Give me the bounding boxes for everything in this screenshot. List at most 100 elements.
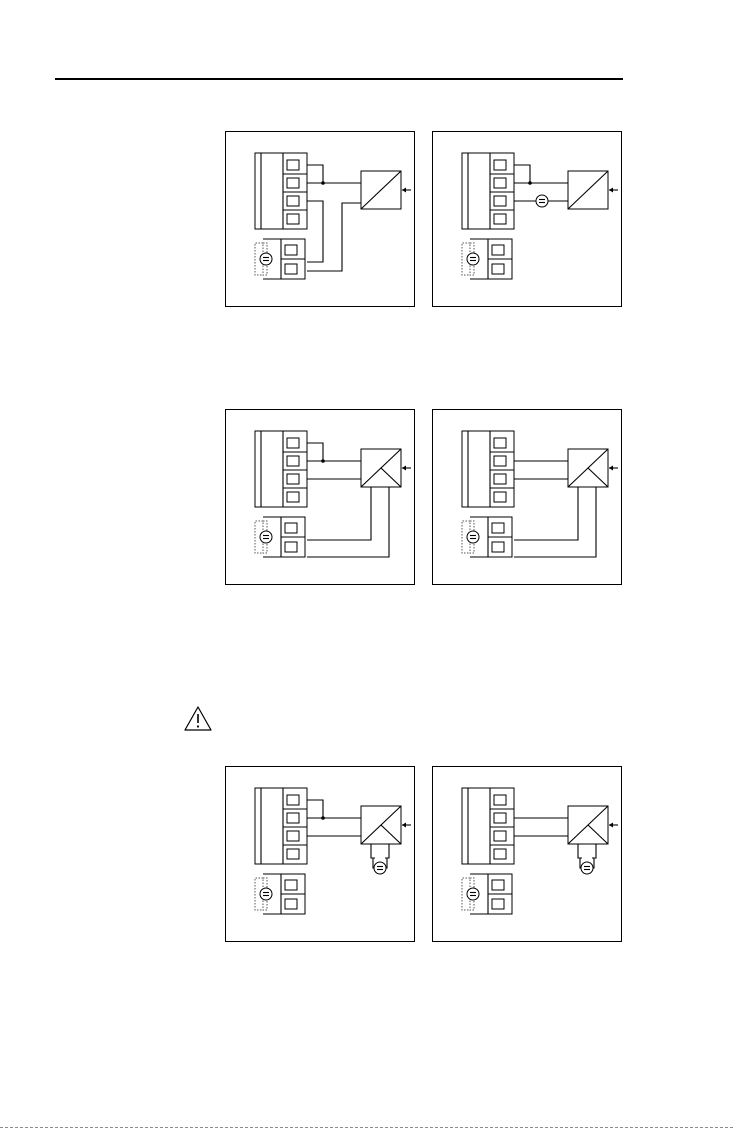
terminal-block [462, 788, 514, 864]
ground-symbol [260, 253, 272, 265]
input-arrow-head [402, 466, 406, 471]
screw-terminal [285, 542, 297, 552]
screw-terminal [287, 214, 299, 224]
terminal-block [462, 153, 514, 229]
terminal-block [255, 788, 307, 864]
screw-terminal [492, 899, 504, 909]
ground-symbol [260, 888, 272, 900]
screw-terminal [492, 880, 504, 890]
diagram-frame [433, 132, 622, 307]
input-arrow-head [402, 823, 406, 828]
input-arrow-head [402, 188, 406, 193]
screw-terminal [494, 795, 506, 805]
screw-terminal [285, 899, 297, 909]
plug-connector [462, 517, 512, 557]
wiring-diagram-3 [225, 409, 415, 585]
supply-circle [467, 888, 479, 900]
screw-terminal [494, 438, 506, 448]
diagram-frame [226, 767, 415, 942]
plug-connector [462, 874, 512, 914]
supply-circle [581, 862, 593, 874]
wire [592, 844, 596, 858]
wiring-diagram-1 [225, 131, 415, 307]
wire [514, 487, 596, 557]
junction-dot [321, 181, 325, 185]
screw-terminal [494, 214, 506, 224]
screw-terminal [287, 456, 299, 466]
ground-symbol [260, 531, 272, 543]
screw-terminal [285, 880, 297, 890]
screw-terminal [494, 831, 506, 841]
supply-circle [260, 888, 272, 900]
screw-terminal [494, 160, 506, 170]
screw-terminal [285, 264, 297, 274]
screw-terminal [492, 245, 504, 255]
plug-connector [462, 239, 512, 279]
wire [307, 487, 371, 540]
screw-terminal [494, 178, 506, 188]
isolator [361, 449, 411, 487]
diagram-frame [226, 410, 415, 585]
input-arrow-head [609, 466, 613, 471]
screw-terminal [287, 795, 299, 805]
ground-symbol [467, 888, 479, 900]
warning-triangle-icon [183, 705, 213, 732]
screw-terminal [492, 264, 504, 274]
screw-terminal [492, 523, 504, 533]
supply-circle [467, 253, 479, 265]
wire [307, 203, 361, 271]
wire [514, 487, 578, 540]
supply-symbol [536, 195, 548, 207]
header-rule [55, 78, 623, 80]
wire [371, 844, 375, 858]
plug-connector [255, 239, 305, 279]
terminal-block [255, 153, 307, 229]
screw-terminal [287, 160, 299, 170]
plug-connector [255, 517, 305, 557]
wiring-diagram-2 [432, 131, 622, 307]
terminal-block [255, 431, 307, 507]
screw-terminal [494, 474, 506, 484]
screw-terminal [285, 523, 297, 533]
page-edge-rule [0, 1127, 733, 1128]
screw-terminal [287, 492, 299, 502]
screw-terminal [287, 474, 299, 484]
supply-symbol [374, 862, 386, 874]
screw-terminal [494, 456, 506, 466]
supply-circle [536, 195, 548, 207]
screw-terminal [287, 438, 299, 448]
wire [385, 844, 389, 858]
supply-circle [260, 531, 272, 543]
diagram-frame [226, 132, 415, 307]
signal-converter [568, 171, 618, 209]
supply-circle [260, 253, 272, 265]
screw-terminal [494, 492, 506, 502]
isolator [568, 449, 618, 487]
signal-converter [361, 171, 411, 209]
isolator [568, 806, 618, 844]
diagram-frame [433, 767, 622, 942]
supply-circle [374, 862, 386, 874]
input-arrow-head [609, 823, 613, 828]
plug-connector [255, 874, 305, 914]
isolator [361, 806, 411, 844]
junction-dot [528, 181, 532, 185]
screw-terminal [287, 196, 299, 206]
screw-terminal [494, 849, 506, 859]
screw-terminal [494, 813, 506, 823]
supply-symbol [581, 862, 593, 874]
junction-dot [321, 816, 325, 820]
screw-terminal [494, 196, 506, 206]
supply-circle [467, 531, 479, 543]
junction-dot [321, 459, 325, 463]
screw-terminal [287, 849, 299, 859]
screw-terminal [287, 813, 299, 823]
screw-terminal [287, 831, 299, 841]
wire [307, 487, 389, 557]
input-arrow-head [609, 188, 613, 193]
diagram-frame [433, 410, 622, 585]
wire [307, 201, 323, 262]
wire [307, 443, 323, 461]
wiring-diagram-5 [225, 766, 415, 942]
wiring-diagram-4 [432, 409, 622, 585]
